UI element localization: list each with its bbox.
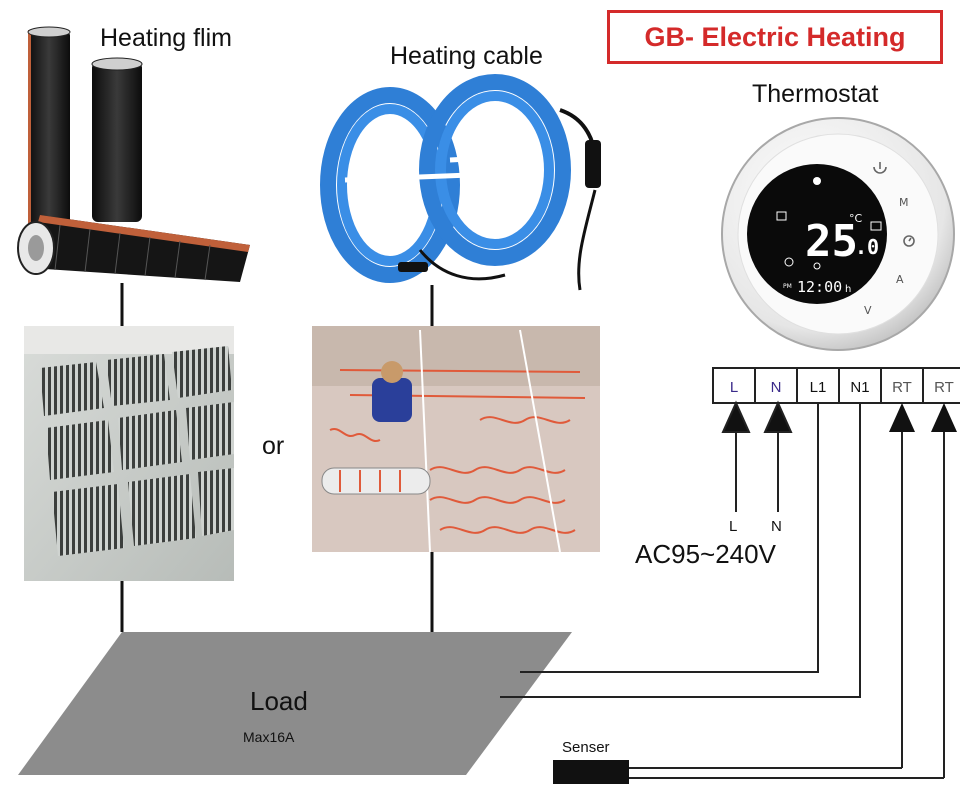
terminal-box: [922, 367, 960, 404]
display-am-pm: PM: [783, 283, 792, 290]
supply-label-l: L: [729, 518, 737, 535]
heating-cable-title: Heating cable: [390, 42, 543, 70]
load-label: Load: [250, 686, 308, 716]
supply-label-n: N: [771, 518, 782, 535]
sensor-probe: [553, 760, 629, 784]
terminal-box: [754, 367, 798, 404]
load-rating: Max16A: [243, 729, 295, 745]
display-program-icon: [870, 221, 882, 231]
up-button[interactable]: A: [896, 273, 904, 286]
heating-film-floor-image: [24, 326, 234, 581]
brand-label: GB- Electric Heating: [607, 10, 943, 64]
supply-voltage: AC95~240V: [635, 539, 777, 569]
heating-film-rolls-image: [17, 26, 250, 282]
sensor-label: Senser: [562, 739, 610, 756]
mode-m-button[interactable]: M: [899, 196, 909, 209]
terminal-label: N1: [850, 379, 869, 396]
terminal-label: L: [730, 379, 738, 396]
terminal-label: RT: [934, 379, 954, 396]
display-clock-icon: [784, 257, 794, 267]
display-unit: °C: [849, 212, 863, 225]
power-icon[interactable]: [873, 162, 887, 174]
display-time: 12:00: [797, 278, 842, 296]
heating-cable-floor-image: [312, 326, 600, 553]
display-time-suffix: h: [845, 284, 851, 295]
rt-arrows: [889, 403, 957, 432]
display-mode-icon: [813, 177, 821, 185]
load-wires: [500, 404, 945, 779]
load-plate: [18, 632, 572, 775]
terminal-label: RT: [892, 379, 912, 396]
or-label: or: [262, 432, 285, 460]
terminal-label: N: [771, 379, 782, 396]
heating-film-title: Heating flim: [100, 24, 232, 52]
down-button[interactable]: V: [864, 304, 872, 317]
terminal-block: L N L1 N1 RT RT: [712, 367, 960, 404]
heating-cable-coils-image: [320, 74, 601, 291]
display-decimal: .0: [855, 235, 879, 259]
connector-lines: [120, 283, 434, 632]
display-sun-icon: [813, 262, 821, 270]
thermostat-device: 25 .0 °C 12:00 h PM M A V: [721, 117, 955, 351]
terminal-box: [838, 367, 882, 404]
terminal-label: L1: [810, 379, 827, 396]
supply-wires: [721, 400, 793, 512]
display-manual-icon: [776, 211, 787, 221]
display-temperature: 25: [805, 216, 858, 267]
worker-figure: [372, 378, 412, 422]
thermostat-title: Thermostat: [752, 80, 879, 108]
clock-icon[interactable]: [903, 235, 915, 247]
